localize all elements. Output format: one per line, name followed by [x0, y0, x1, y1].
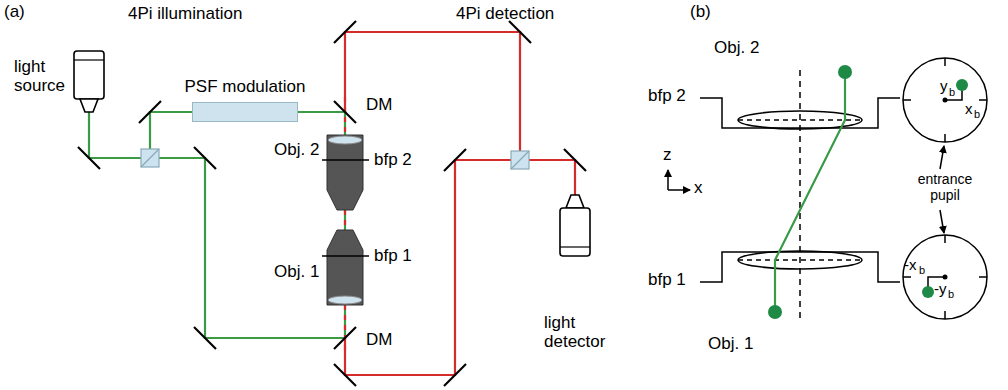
- label-text: z: [663, 145, 672, 165]
- ray-trace: [768, 65, 852, 319]
- optic-stroke: [529, 160, 575, 195]
- light-detector: light detector: [540, 190, 620, 365]
- optic-stroke: [775, 72, 845, 310]
- label-text: (b): [690, 2, 711, 22]
- optic-stroke: [328, 296, 362, 304]
- detector-band: [560, 246, 590, 247]
- optic-stroke: [345, 160, 511, 375]
- optic-stroke: [700, 252, 900, 282]
- label-text: bfp 1: [648, 270, 686, 290]
- label-text: b: [949, 86, 955, 99]
- mirror: [509, 21, 531, 43]
- label-text: x: [965, 100, 973, 117]
- mirror: [78, 147, 100, 169]
- label-text: Obj. 2: [274, 140, 319, 160]
- label-text: entrance pupil: [906, 171, 984, 203]
- optic-stroke: [667, 170, 669, 190]
- optic-stroke: [943, 98, 948, 103]
- optic-stroke: [298, 112, 345, 135]
- label-text: bfp 2: [648, 86, 686, 106]
- label-text: DM: [366, 330, 392, 350]
- optic-stroke: [903, 235, 987, 319]
- source-body: [74, 51, 104, 99]
- mirror: [194, 327, 216, 349]
- optic-stroke: [903, 235, 987, 319]
- label-text: -y: [934, 280, 947, 297]
- optic-stroke: [903, 58, 987, 142]
- label-text: bfp 1: [374, 246, 412, 266]
- optic-stroke: [943, 275, 948, 280]
- optic-stroke: [940, 210, 944, 233]
- optic-stroke: [322, 159, 369, 161]
- mirror: [334, 21, 356, 43]
- detector-icon: [558, 194, 592, 260]
- optic-stroke: [511, 151, 529, 169]
- label-text: b: [948, 288, 954, 301]
- label-text: -x: [904, 256, 917, 273]
- optic-stroke: [940, 146, 944, 169]
- mirror: [334, 101, 356, 123]
- light-source: light source: [14, 50, 110, 126]
- detector-nozzle: [566, 195, 584, 208]
- optic-stroke: [345, 32, 520, 151]
- mirror: [444, 149, 466, 171]
- optic-stroke: [838, 65, 852, 79]
- optic-stroke: [141, 149, 159, 167]
- optic-stroke: [511, 151, 529, 169]
- label-text: Obj. 1: [274, 262, 319, 282]
- optic-stroke: [159, 158, 345, 338]
- node-label: light detector: [544, 314, 620, 351]
- objectives: [322, 135, 369, 305]
- mirror: [334, 364, 356, 386]
- optic-stroke: [327, 230, 363, 305]
- mirror: [194, 147, 216, 169]
- node-label: PSF modulation: [180, 78, 310, 97]
- label-text: DM: [366, 95, 392, 115]
- label-text: b: [974, 108, 980, 121]
- mirror: [444, 364, 466, 386]
- label-text: Obj. 1: [708, 334, 753, 354]
- optic-stroke: [903, 58, 987, 142]
- optic-stroke: [328, 136, 362, 144]
- optic-stroke: [322, 255, 369, 257]
- source-icon: [72, 50, 106, 116]
- optic-stroke: [922, 286, 934, 298]
- source-nozzle: [80, 99, 98, 112]
- label-text: 4Pi detection: [456, 4, 554, 24]
- optic-stroke: [956, 79, 968, 91]
- mirror: [334, 327, 356, 349]
- label-text: b: [919, 264, 925, 277]
- pupil-circles: [903, 58, 987, 319]
- optic-stroke: [141, 149, 159, 167]
- detector-body: [560, 208, 590, 256]
- label-text: 4Pi illumination: [128, 4, 242, 24]
- modulator-box: PSF modulation: [180, 76, 310, 124]
- mirror: [564, 149, 586, 171]
- lens-sketch: [668, 70, 900, 318]
- node-label: light source: [14, 58, 70, 95]
- label-text: (a): [4, 2, 25, 22]
- label-text: y: [940, 77, 948, 94]
- label-text: x: [694, 178, 703, 198]
- beam-paths: [159, 32, 575, 375]
- optic-stroke: [668, 189, 690, 191]
- mirrors: [78, 21, 586, 386]
- modulator-shape: [192, 102, 298, 122]
- source-band: [74, 59, 104, 60]
- mirror: [139, 101, 161, 123]
- optic-stroke: [700, 98, 900, 128]
- optic-stroke: [799, 70, 801, 318]
- optic-stroke: [768, 305, 782, 319]
- label-text: Obj. 2: [714, 38, 759, 58]
- optic-stroke: [327, 135, 363, 210]
- label-text: bfp 2: [374, 150, 412, 170]
